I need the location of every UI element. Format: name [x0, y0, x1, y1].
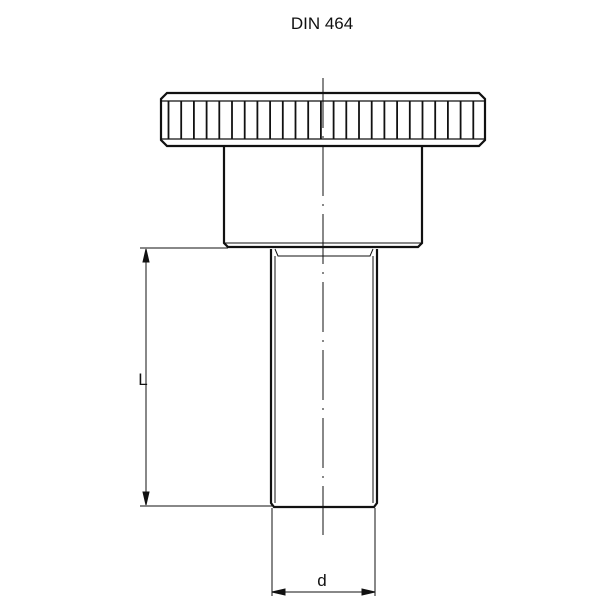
collar	[222, 146, 424, 249]
knurl-lines	[167, 101, 475, 139]
length-dimension	[140, 247, 272, 507]
length-label: L	[138, 370, 147, 389]
knurled-head	[159, 91, 487, 148]
diameter-label: d	[317, 571, 326, 590]
diameter-dimension	[271, 508, 376, 596]
threaded-shaft	[269, 248, 379, 509]
drawing-title: DIN 464	[291, 14, 353, 33]
